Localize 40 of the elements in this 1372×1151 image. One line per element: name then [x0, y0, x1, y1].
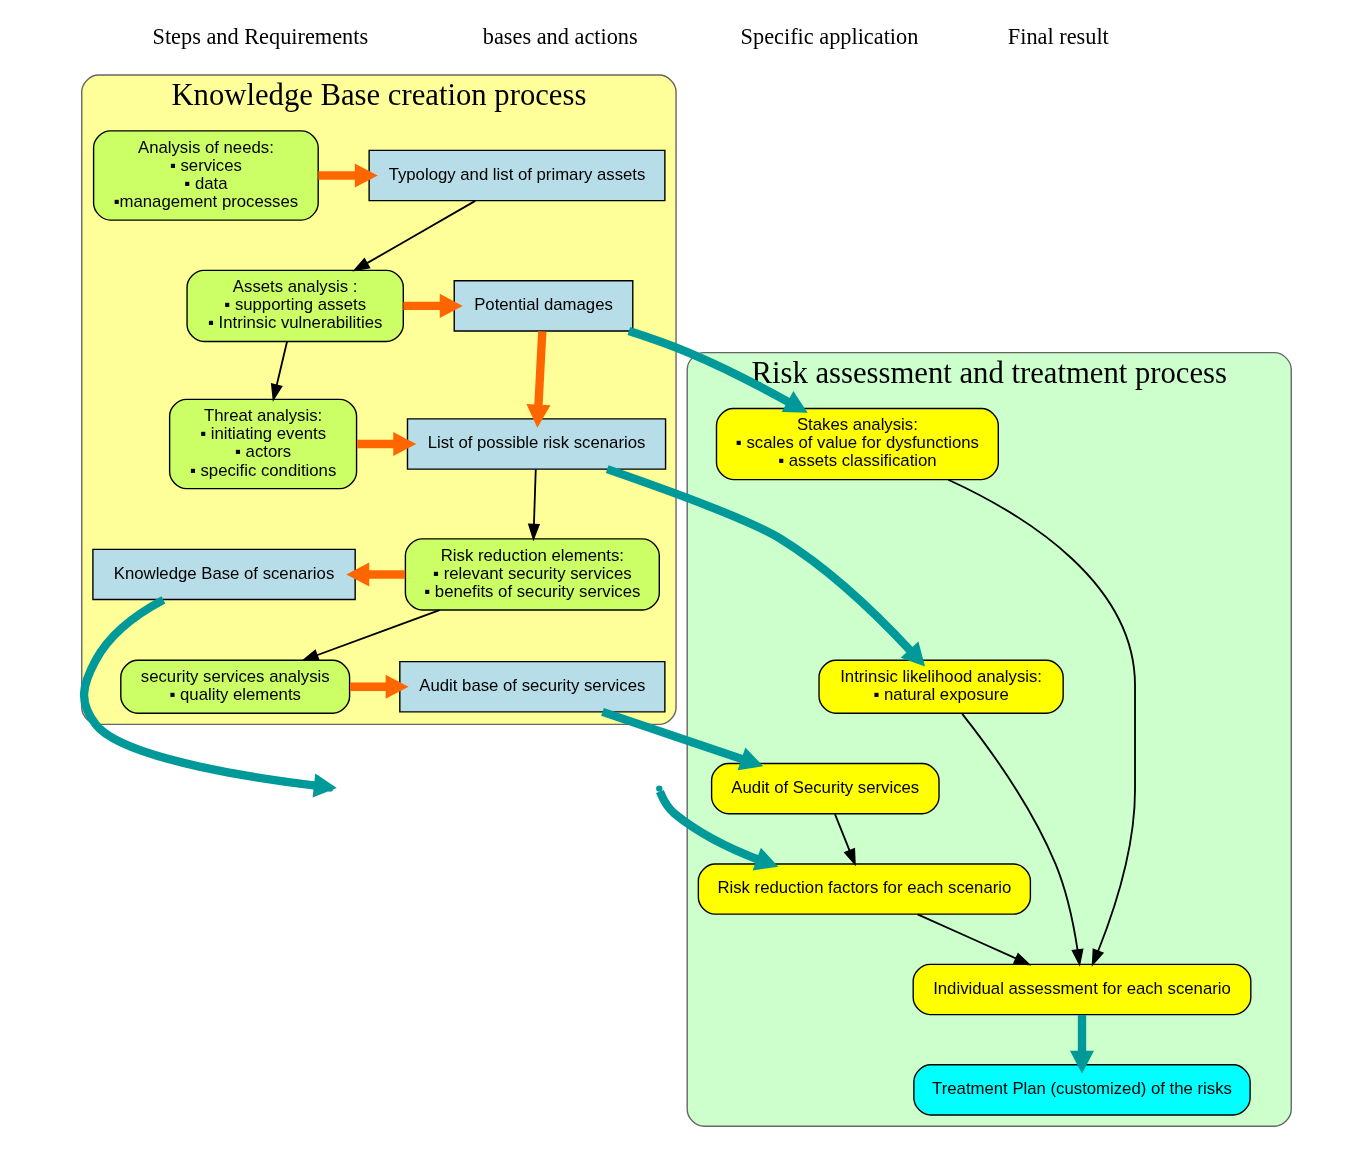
arrow: [345, 562, 405, 587]
arrow: [833, 813, 856, 867]
arrow: [317, 163, 378, 188]
label: Final result: [1007, 24, 1109, 50]
node-box: Analysis of needs: ▪ services ▪ data ▪management processes: [92, 130, 319, 221]
arrow: [79, 596, 337, 798]
node-box: security services analysis ▪ quality elements: [119, 659, 350, 714]
arrow: [270, 340, 288, 402]
label: bases and actions: [482, 24, 638, 50]
node-box: Audit of Security services: [710, 762, 940, 815]
node-box: Stakes analysis: ▪ scales of value for dysfunctions ▪ assets classification: [715, 407, 999, 481]
arrow: [1069, 1015, 1094, 1074]
arrow: [356, 431, 416, 457]
node-box: Risk reduction factors for each scenario: [697, 863, 1031, 915]
arrow: [351, 199, 476, 272]
arrow: [300, 609, 440, 662]
node-box: Intrinsic likelihood analysis: ▪ natural exposure: [817, 659, 1064, 714]
arrow: [605, 465, 925, 667]
node-box: Typology and list of primary assets: [367, 149, 666, 202]
arrow: [402, 293, 463, 318]
arrow: [916, 913, 1031, 966]
node-box: Individual assessment for each scenario: [912, 963, 1251, 1016]
node-box: Knowledge Base of scenarios: [91, 548, 356, 601]
arrow: [525, 331, 550, 428]
node-box: Risk reduction elements: ▪ relevant security services ▪ benefits of security services: [404, 538, 660, 611]
arrow: [527, 468, 540, 542]
arrow: [960, 712, 1084, 967]
label: Steps and Requirements: [151, 24, 368, 50]
node-box: Assets analysis : ▪ supporting assets ▪ Intrinsic vulnerabilities: [185, 269, 404, 343]
node-box: Audit base of security services: [398, 660, 666, 713]
label: Specific application: [740, 24, 918, 50]
arrow: [627, 327, 808, 413]
node-box: Threat analysis: ▪ initiating events ▪ actors ▪ specific conditions: [168, 398, 357, 490]
arrow: [655, 789, 778, 871]
node-box: Potential damages: [453, 280, 633, 332]
node-box: List of possible risk scenarios: [406, 418, 666, 470]
node-box: Treatment Plan (customized) of the risks: [912, 1064, 1251, 1116]
arrow: [600, 707, 763, 771]
arrow: [946, 478, 1136, 967]
arrow: [349, 674, 409, 699]
